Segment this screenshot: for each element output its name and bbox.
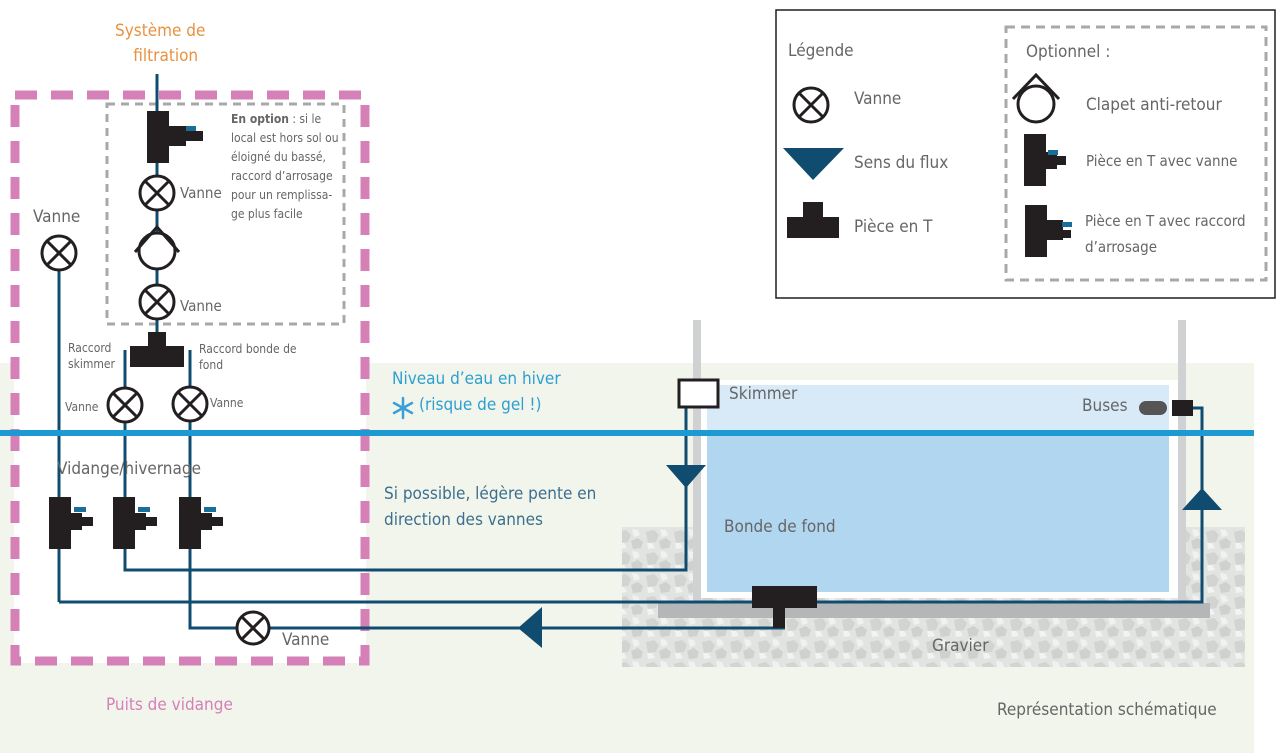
pool-wall-right — [1178, 320, 1186, 606]
label-line: fond — [199, 358, 224, 372]
option-note-line: raccord d’arrosage — [231, 169, 333, 183]
option-note-line: ge plus facile — [231, 207, 303, 221]
legend-item-tee-valve: Pièce en T avec vanne — [1086, 152, 1238, 170]
flow-arrow-left — [518, 607, 542, 648]
legend-item-check-valve: Clapet anti-retour — [1086, 95, 1222, 115]
tee-with-valve-3 — [179, 497, 223, 549]
option-note-line: éloigné du bassé, — [231, 150, 326, 164]
option-note-line-1: En option : si le — [231, 110, 339, 129]
slope-note: Si possible, légère pente en direction d… — [384, 481, 596, 533]
valve-icon — [40, 234, 78, 272]
main-drain-label: Bonde de fond — [724, 517, 836, 537]
tee-with-valve-1 — [49, 497, 93, 549]
legend-tee-piece-icon — [787, 202, 839, 238]
legend-check-valve-icon — [1011, 72, 1061, 124]
label-line: skimmer — [68, 357, 115, 371]
valve-label: Vanne — [210, 396, 244, 410]
valve-icon — [235, 610, 271, 646]
gravel-label: Gravier — [932, 636, 989, 656]
tee-with-valve-2 — [113, 497, 157, 549]
skimmer-box — [677, 378, 720, 409]
snowflake-icon — [392, 396, 414, 420]
filtration-line-2: filtration — [133, 46, 199, 66]
flow-arrow-up — [1182, 488, 1222, 510]
legend-valve-icon — [792, 86, 830, 124]
option-note-line: local est hors sol ou — [231, 131, 339, 145]
option-note-line: pour un remplissa- — [231, 188, 333, 202]
skimmer-connection-label: Raccord skimmer — [68, 340, 115, 372]
label-line: direction des vannes — [384, 510, 543, 530]
label-line: Pièce en T avec raccord — [1085, 212, 1246, 230]
valve-icon — [106, 386, 144, 424]
legend-tee-with-hose-icon — [1025, 205, 1072, 257]
valve-icon — [138, 283, 176, 321]
frost-risk-label: (risque de gel !) — [419, 395, 542, 415]
valve-label: Vanne — [65, 400, 99, 414]
schematic-note: Représentation schématique — [997, 700, 1217, 720]
flow-arrow-down — [666, 465, 706, 488]
filtration-line-1: Système de — [115, 21, 206, 41]
label-line: Si possible, légère pente en — [384, 484, 597, 504]
valve-label: Vanne — [282, 630, 330, 650]
winter-water-level-label: Niveau d’eau en hiver — [392, 369, 561, 389]
legend-item-valve: Vanne — [854, 89, 902, 109]
main-drain-connection-label: Raccord bonde de fond — [199, 341, 297, 373]
skimmer-label: Skimmer — [729, 384, 798, 404]
drain-winter-label: Vidange/hivernage — [57, 459, 201, 479]
pool-water-lower — [707, 433, 1169, 592]
label-line: d’arrosage — [1085, 238, 1158, 256]
legend-tee-with-valve-icon — [1024, 134, 1066, 186]
option-note-text: : si le — [288, 112, 322, 126]
filtration-system-label: Système de filtration — [115, 19, 205, 69]
pool-slab — [658, 603, 1210, 618]
valve-label: Vanne — [33, 207, 81, 227]
legend-optional-title: Optionnel : — [1026, 42, 1111, 62]
nozzle — [1139, 401, 1167, 415]
label-line: Raccord — [68, 341, 112, 355]
legend-title: Légende — [788, 41, 854, 61]
option-box-border — [105, 102, 346, 326]
legend-item-flow: Sens du flux — [854, 153, 949, 173]
main-drain-tee — [752, 586, 817, 628]
legend-item-tee-hose: Pièce en T avec raccord d’arrosage — [1085, 208, 1246, 260]
valve-label: Vanne — [180, 297, 222, 315]
nozzle-fitting — [1172, 400, 1193, 416]
check-valve-icon — [133, 224, 181, 271]
legend-flow-direction-icon — [783, 148, 844, 180]
tee-with-hose-fitting — [147, 111, 203, 163]
label-line: Raccord bonde de — [199, 342, 297, 356]
nozzles-label: Buses — [1082, 396, 1128, 416]
pit-tee — [130, 332, 184, 367]
pool-wall-left — [693, 320, 701, 606]
drain-pit-label: Puits de vidange — [106, 695, 233, 715]
legend-item-tee: Pièce en T — [854, 217, 933, 237]
drain-pit-border — [10, 90, 370, 666]
pool-water-upper — [707, 385, 1169, 433]
option-note-bold: En option — [231, 112, 289, 126]
valve-label: Vanne — [180, 184, 222, 202]
option-note: En option : si le local est hors sol ou … — [231, 110, 339, 224]
valve-icon — [138, 174, 176, 212]
valve-icon — [171, 385, 209, 423]
